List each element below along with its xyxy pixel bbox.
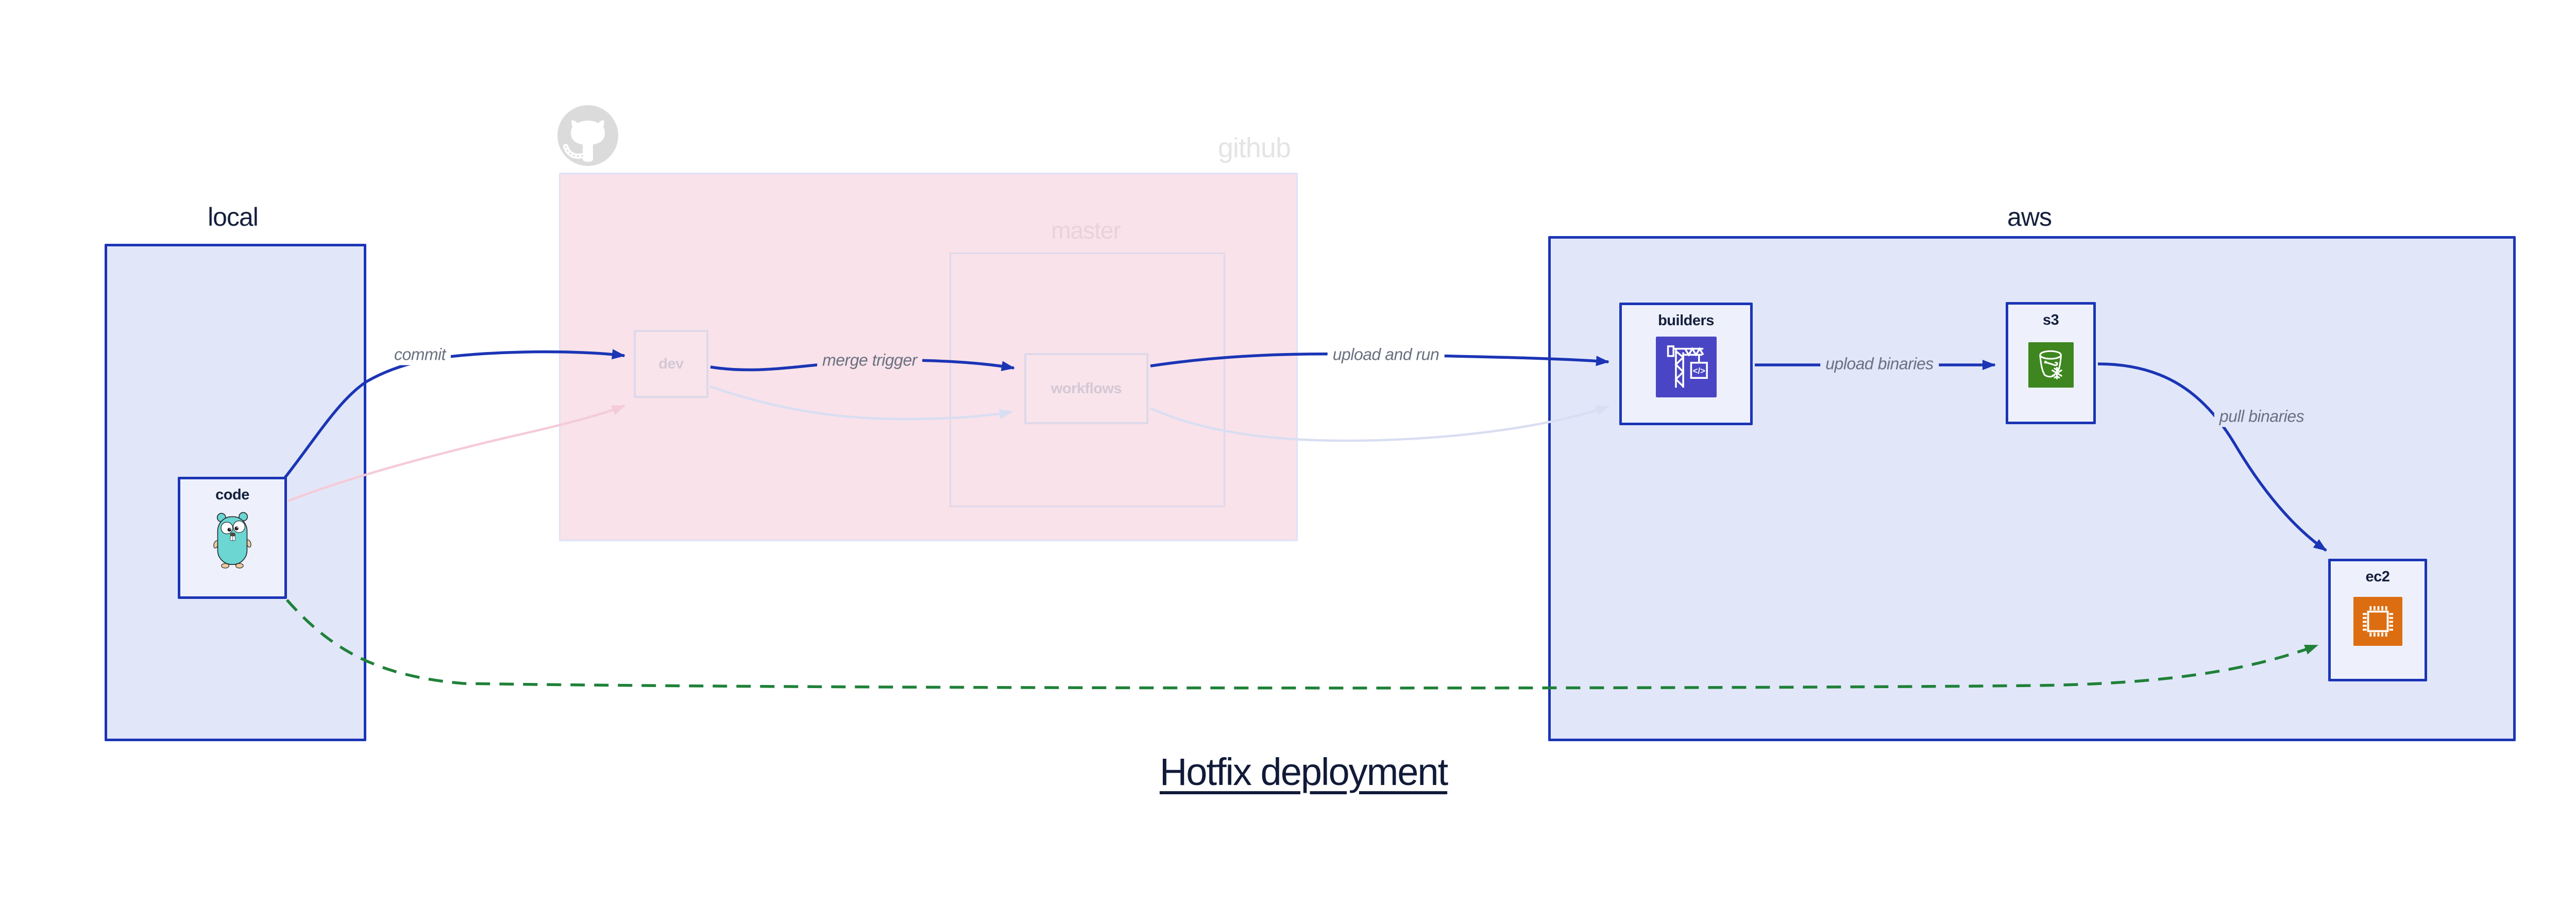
node-builders: builders </> xyxy=(1619,303,1753,425)
ec2-chip-icon xyxy=(2353,597,2402,646)
edge-label-pull-binaries: pull binaries xyxy=(2214,406,2310,427)
node-code: code xyxy=(178,477,287,599)
group-aws-label: aws xyxy=(2007,203,2052,231)
node-workflows-label: workflows xyxy=(1050,380,1122,397)
edge-label-upload-and-run: upload and run xyxy=(1327,344,1445,365)
github-octocat-icon xyxy=(557,105,618,166)
go-gopher-icon xyxy=(213,512,251,569)
node-ec2-label: ec2 xyxy=(2365,569,2390,585)
node-dev-label: dev xyxy=(658,355,684,372)
node-builders-label: builders xyxy=(1658,312,1714,329)
group-master-label: master xyxy=(1051,217,1121,244)
node-workflows: workflows xyxy=(1024,353,1148,424)
node-code-label: code xyxy=(215,487,249,503)
svg-text:</>: </> xyxy=(1692,366,1705,376)
edge-label-upload-binaries: upload binaries xyxy=(1820,353,1939,375)
s3-glacier-bucket-icon xyxy=(2028,342,2074,388)
diagram-title: Hotfix deployment xyxy=(1159,750,1448,793)
group-local-label: local xyxy=(208,203,259,231)
node-ec2: ec2 xyxy=(2328,559,2427,681)
group-master xyxy=(950,253,1225,507)
group-github-label: github xyxy=(1217,132,1291,163)
node-s3-label: s3 xyxy=(2042,312,2059,328)
edge-label-commit: commit xyxy=(388,344,451,365)
node-s3: s3 xyxy=(2006,302,2096,424)
codebuild-crane-icon: </> xyxy=(1655,337,1717,397)
node-dev: dev xyxy=(634,330,708,398)
edge-label-merge-trigger: merge trigger xyxy=(817,349,922,371)
